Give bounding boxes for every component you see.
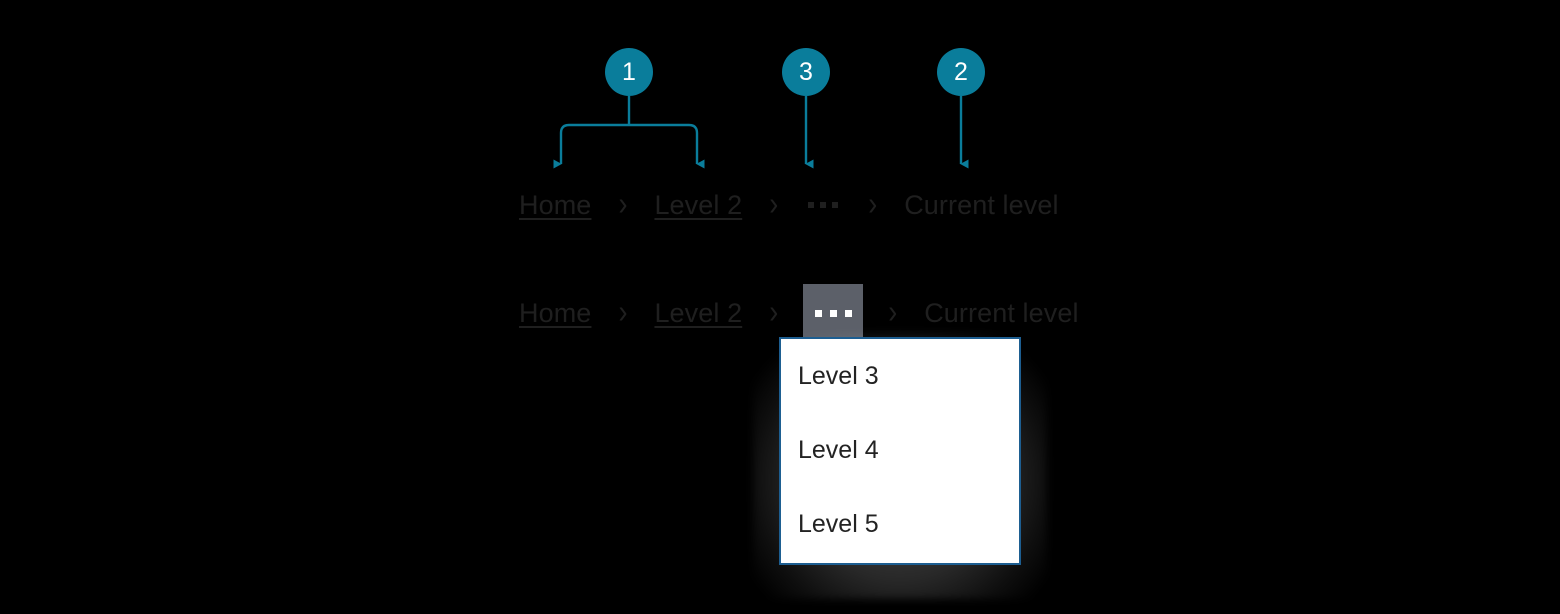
callout-badge-3: 3 — [782, 48, 830, 96]
overflow-menu: Level 3 Level 4 Level 5 — [779, 337, 1021, 565]
connector-callout-1 — [553, 96, 705, 169]
menu-item-level-3[interactable]: Level 3 — [798, 361, 879, 390]
ellipsis-dot — [829, 309, 837, 317]
breadcrumb-open: Home › Level 2 › › Current level — [519, 284, 1079, 342]
breadcrumb-item-home[interactable]: Home — [519, 189, 592, 220]
ellipsis-dot — [814, 309, 822, 317]
chevron-right-icon: › — [888, 292, 898, 330]
breadcrumb-item-current-level: Current level — [904, 189, 1059, 220]
ellipsis-dot — [820, 202, 827, 208]
ellipsis-dot — [832, 202, 839, 208]
callout-badge-2: 2 — [937, 48, 985, 96]
callout-badge-1: 1 — [605, 48, 653, 96]
breadcrumb-overflow-button[interactable] — [803, 284, 864, 342]
breadcrumb-item-home[interactable]: Home — [519, 297, 592, 328]
menu-item-level-4[interactable]: Level 4 — [798, 435, 879, 464]
breadcrumb-default: Home › Level 2 › › Current level — [519, 183, 1059, 227]
chevron-right-icon: › — [868, 184, 878, 222]
breadcrumb-item-level-2[interactable]: Level 2 — [654, 189, 743, 220]
ellipsis-dot — [844, 309, 852, 317]
chevron-right-icon: › — [618, 184, 628, 222]
ellipsis-dot — [808, 202, 815, 208]
chevron-right-icon: › — [769, 184, 779, 222]
menu-item-level-5[interactable]: Level 5 — [798, 509, 879, 538]
overflow-menu-container: Level 3 Level 4 Level 5 — [753, 333, 1047, 599]
breadcrumb-item-current-level: Current level — [924, 297, 1079, 328]
breadcrumb-overflow-ellipsis-icon[interactable] — [803, 190, 843, 220]
chevron-right-icon: › — [769, 292, 779, 330]
chevron-right-icon: › — [618, 292, 628, 330]
breadcrumb-item-level-2[interactable]: Level 2 — [654, 297, 743, 328]
